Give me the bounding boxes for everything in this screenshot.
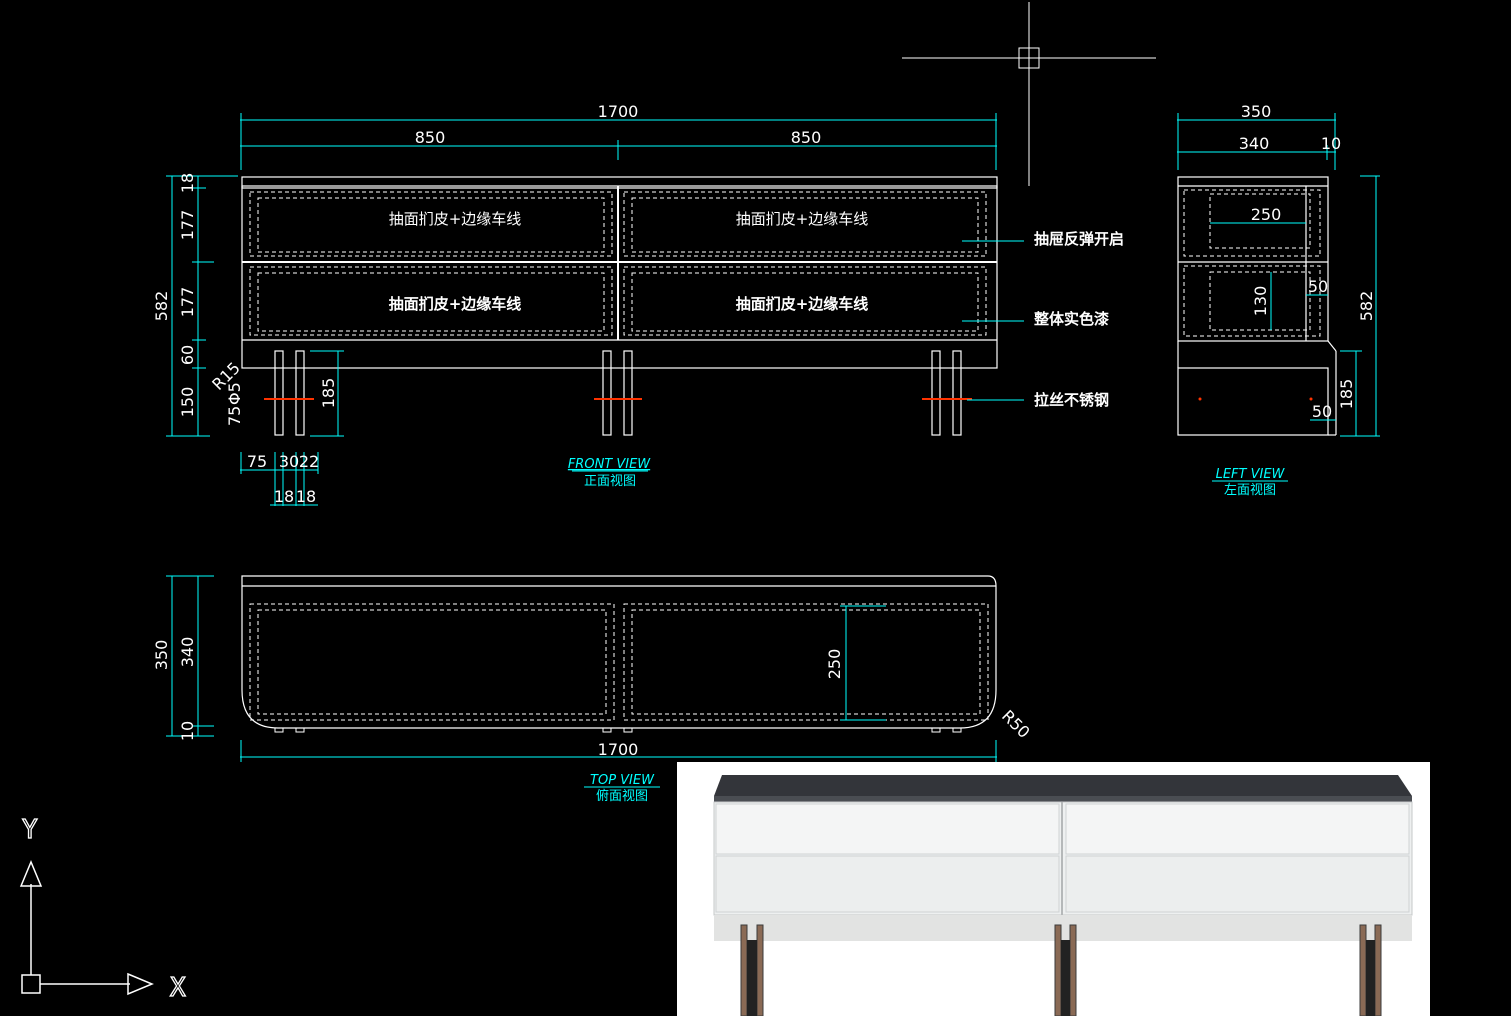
- left-dim-drawer-h: 130: [1251, 286, 1270, 317]
- dim-bottom-22: 22: [299, 452, 319, 471]
- ucs-y-label: Y: [22, 815, 38, 845]
- top-dim-radius: R50: [998, 706, 1034, 742]
- top-dim-inner: 340: [178, 637, 197, 668]
- left-dim-depth: 350: [1241, 102, 1272, 121]
- dim-base: 60: [178, 345, 197, 365]
- left-dim-height: 582: [1357, 291, 1376, 322]
- top-dim-drawer-depth: 250: [825, 649, 844, 680]
- tv-cabinet-render-image: [677, 762, 1430, 1016]
- left-dim-leg-gap: 50: [1312, 402, 1332, 421]
- left-view-caption-en: LEFT VIEW: [1216, 467, 1286, 482]
- left-dim-gap: 50: [1308, 277, 1328, 296]
- left-dim-inner: 340: [1239, 134, 1270, 153]
- dim-left-half: 850: [415, 128, 446, 147]
- dim-bottom-18a: 18: [274, 487, 294, 506]
- left-view[interactable]: 350 340 10 250 130 50 582 185 50 LEFT VI…: [1177, 102, 1380, 498]
- front-view[interactable]: 抽面扪皮+边缘车线 抽面扪皮+边缘车线 抽面扪皮+边缘车线 抽面扪皮+边缘车线 …: [152, 102, 1124, 506]
- crosshair-cursor-icon: [902, 2, 1156, 186]
- dim-right-half: 850: [791, 128, 822, 147]
- dim-bottom-75: 75: [247, 452, 267, 471]
- front-view-caption-cn: 正面视图: [584, 474, 636, 489]
- left-dim-inner-drawer: 250: [1251, 205, 1282, 224]
- dim-leg-dia: Φ5: [225, 382, 244, 405]
- top-view-caption-cn: 俯面视图: [596, 788, 648, 804]
- top-view-caption-en: TOP VIEW: [590, 773, 655, 788]
- dim-bottom-30: 30: [279, 452, 299, 471]
- callout-paint: 整体实色漆: [1034, 310, 1109, 328]
- left-dim-back: 10: [1321, 134, 1341, 153]
- dim-bottom-18b: 18: [296, 487, 316, 506]
- dim-leg-height: 185: [319, 378, 338, 409]
- callout-drawer-opening: 抽屉反弹开启: [1034, 230, 1124, 248]
- top-dim-total-width: 1700: [598, 740, 639, 759]
- front-view-caption-en: FRONT VIEW: [568, 457, 651, 472]
- ucs-x-label: X: [170, 973, 186, 1003]
- drawer-label-3: 抽面扪皮+边缘车线: [389, 295, 522, 313]
- dim-drawer1: 177: [178, 210, 197, 241]
- dim-total-width: 1700: [598, 102, 639, 121]
- top-dim-depth: 350: [152, 640, 171, 671]
- dim-top: 18: [178, 173, 197, 193]
- dim-drawer2: 177: [178, 287, 197, 318]
- ucs-axis-icon: [19, 860, 154, 996]
- drawer-label-2: 抽面扪皮+边缘车线: [736, 210, 869, 228]
- drawer-label-1: 抽面扪皮+边缘车线: [389, 210, 522, 228]
- left-dim-leg: 185: [1337, 379, 1356, 410]
- dim-leg: 150: [178, 387, 197, 418]
- callout-steel: 拉丝不锈钢: [1034, 391, 1109, 409]
- top-dim-edge: 10: [178, 721, 197, 741]
- left-view-caption-cn: 左面视图: [1224, 483, 1276, 498]
- dim-leg-offset: 75: [225, 406, 244, 426]
- dim-height-total: 582: [152, 291, 171, 322]
- drawer-label-4: 抽面扪皮+边缘车线: [736, 295, 869, 313]
